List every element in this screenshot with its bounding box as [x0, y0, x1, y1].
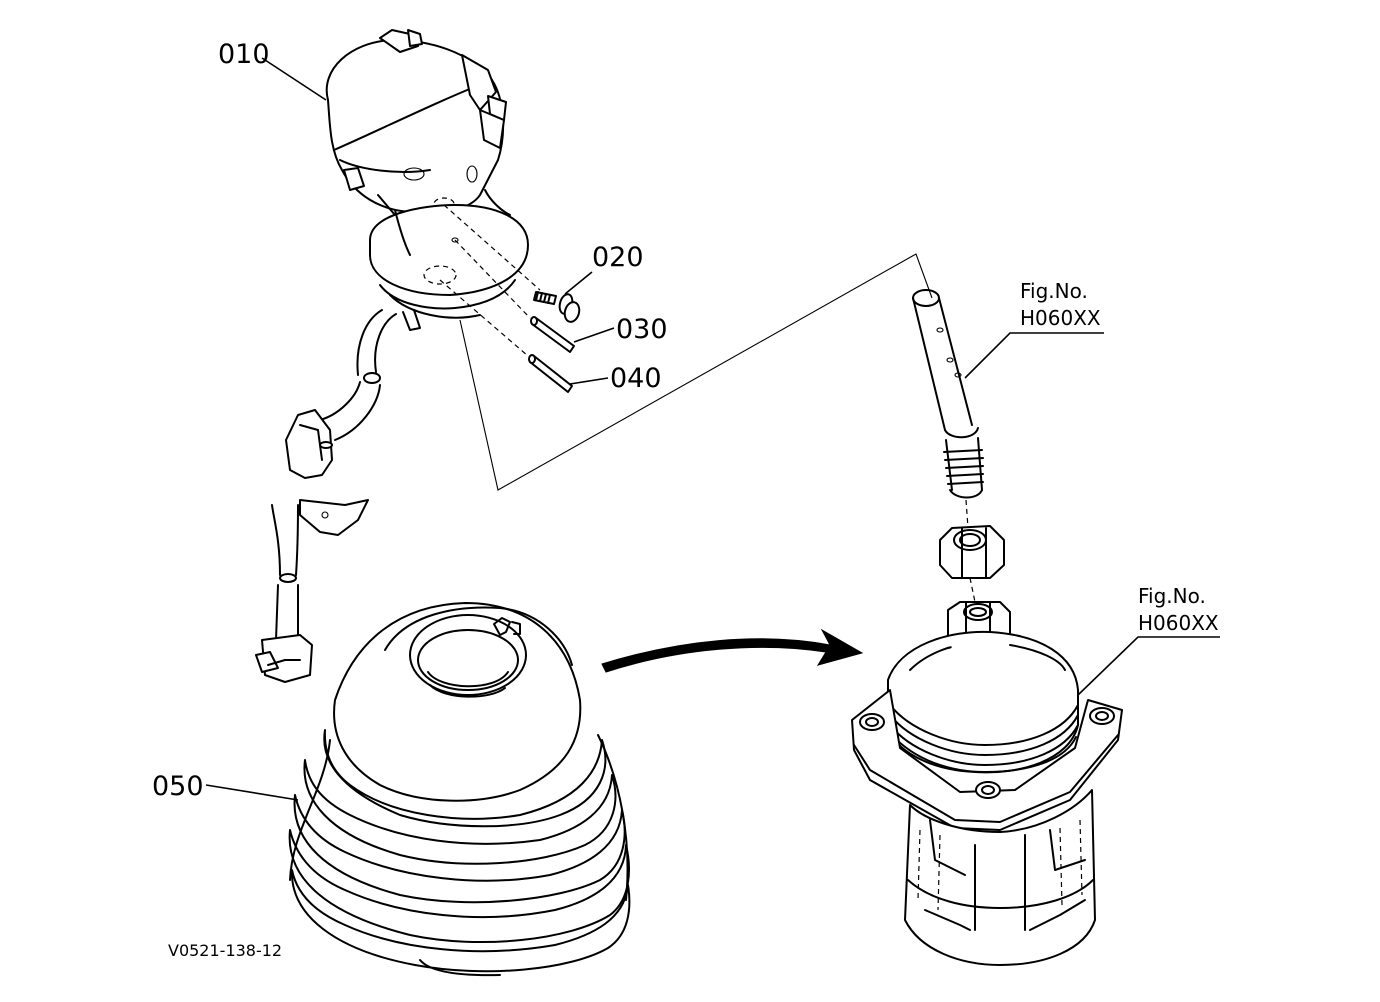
fig-ref-shaft-line1: Fig.No. [1020, 279, 1088, 303]
leader-fig2 [1077, 636, 1220, 696]
drawing-code: V0521-138-12 [168, 941, 282, 960]
fig-ref-valve-line1: Fig.No. [1138, 584, 1206, 608]
fig-ref-shaft-line2: H060XX [1020, 306, 1101, 330]
assembly-arrow [601, 628, 864, 673]
leader-020 [564, 271, 593, 295]
leader-lines [205, 57, 1220, 801]
centerline-pin1 [454, 239, 531, 319]
leader-010 [261, 57, 327, 101]
label-part-020: 020 [592, 242, 644, 273]
centerline-shaft [965, 499, 976, 603]
assembly-guide-line [459, 253, 933, 491]
fig-ref-valve-line2: H060XX [1138, 611, 1219, 635]
centerline-pin2 [439, 279, 529, 357]
lever-shaft[interactable] [912, 289, 984, 499]
leader-fig1 [964, 332, 1104, 379]
part-040-pin[interactable] [528, 354, 573, 393]
leader-030 [573, 327, 615, 343]
label-part-050: 050 [152, 771, 204, 802]
hex-nut[interactable] [939, 525, 1005, 579]
part-010-lever-grip[interactable] [255, 29, 529, 683]
centerline-grip [443, 204, 541, 291]
part-030-pin[interactable] [530, 316, 575, 353]
pilot-valve[interactable] [851, 601, 1123, 966]
label-part-030: 030 [616, 314, 668, 345]
leader-040 [569, 377, 609, 385]
part-020-bolt[interactable] [533, 291, 581, 323]
part-050-rubber-boot[interactable] [288, 602, 631, 977]
leader-050 [205, 784, 299, 801]
label-part-010: 010 [218, 39, 270, 70]
label-part-040: 040 [610, 363, 662, 394]
